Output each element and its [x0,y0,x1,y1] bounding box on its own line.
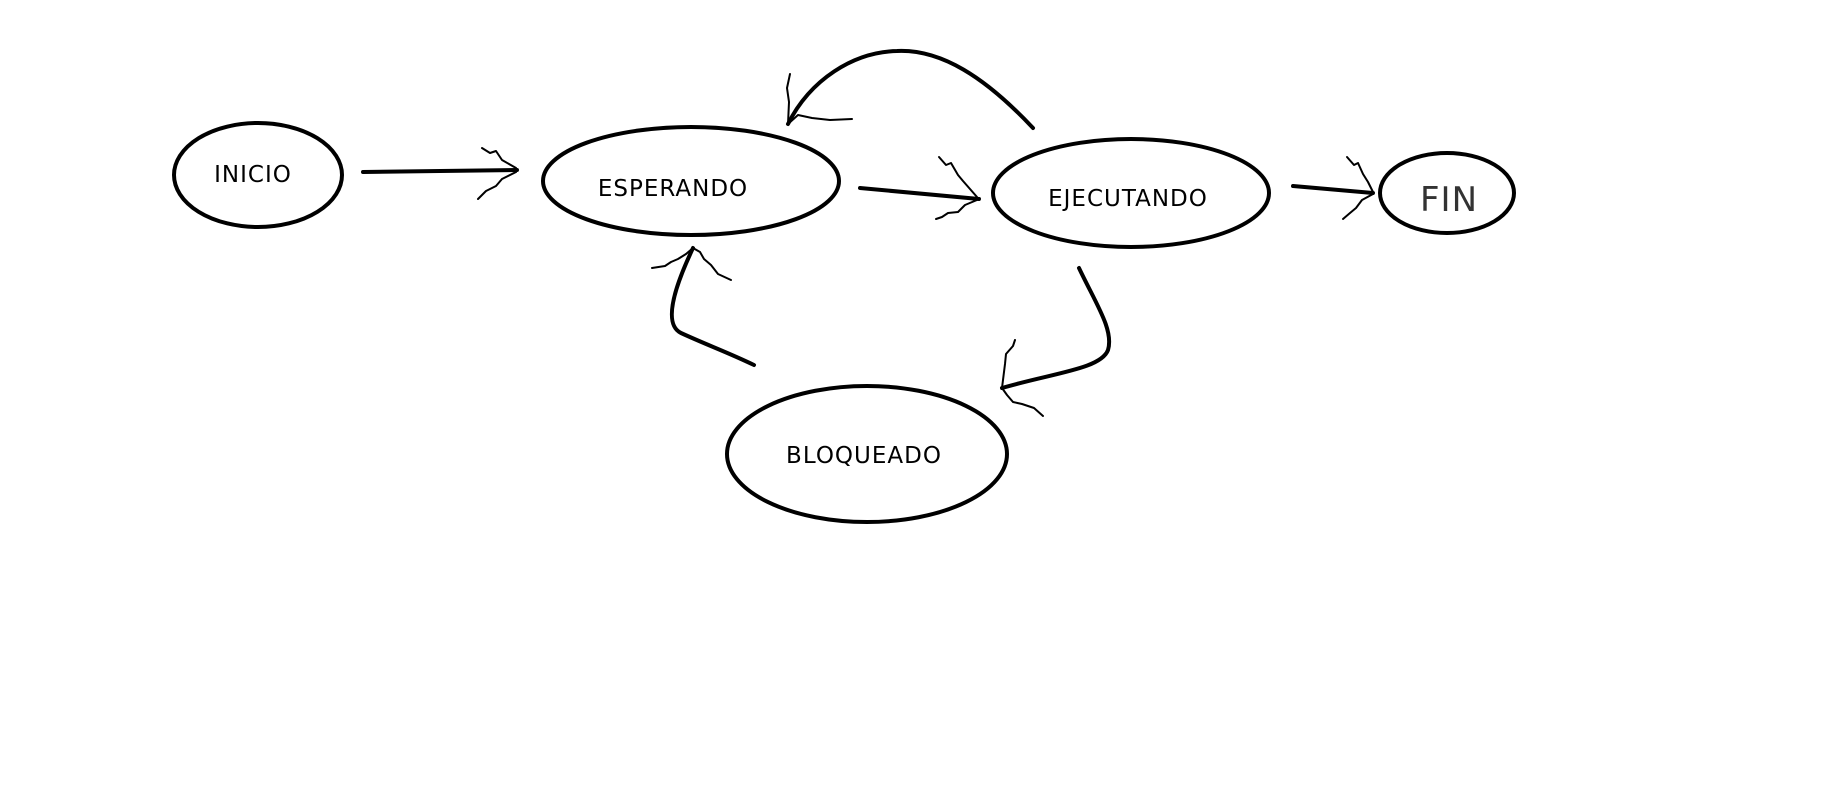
edge-ejecutando-to-fin-line [1291,184,1375,195]
edge-ejecutando-to-esperando-arrowhead [786,73,853,125]
node-bloqueado: BLOQUEADO [725,384,1009,524]
edge-ejecutando-to-bloqueado [1000,266,1112,417]
edge-esperando-to-ejecutando-arrowhead [935,156,978,220]
node-esperando: ESPERANDO [541,125,841,237]
node-esperando-shape [541,125,841,237]
edge-bloqueado-to-esperando [651,246,756,367]
edge-bloqueado-to-esperando-arrowhead [651,247,732,281]
node-inicio-label: INICIO [214,162,292,188]
node-fin-label: FIN [1420,180,1478,220]
edge-inicio-to-esperando-arrowhead [477,147,517,200]
node-ejecutando-shape [991,137,1271,249]
node-fin: FIN [1378,151,1516,235]
edge-ejecutando-to-bloqueado-line [1000,266,1112,390]
node-bloqueado-label: BLOQUEADO [786,443,942,469]
edge-ejecutando-to-bloqueado-arrowhead [1001,339,1044,417]
edge-ejecutando-to-esperando-line [786,48,1035,130]
node-fin-shape [1378,151,1516,235]
edge-inicio-to-esperando [361,147,519,200]
edge-esperando-to-ejecutando-line [858,186,981,201]
edge-ejecutando-to-fin [1291,156,1375,220]
node-inicio-shape [172,121,344,229]
node-inicio: INICIO [172,121,344,229]
edge-inicio-to-esperando-line [361,168,519,174]
node-ejecutando: EJECUTANDO [991,137,1271,249]
node-esperando-label: ESPERANDO [598,176,748,202]
edge-bloqueado-to-esperando-line [669,246,756,367]
node-ejecutando-label: EJECUTANDO [1048,186,1208,212]
edge-ejecutando-to-esperando [786,48,1035,130]
node-bloqueado-shape [725,384,1009,524]
edge-esperando-to-ejecutando [858,156,981,220]
edge-ejecutando-to-fin-arrowhead [1342,156,1374,220]
